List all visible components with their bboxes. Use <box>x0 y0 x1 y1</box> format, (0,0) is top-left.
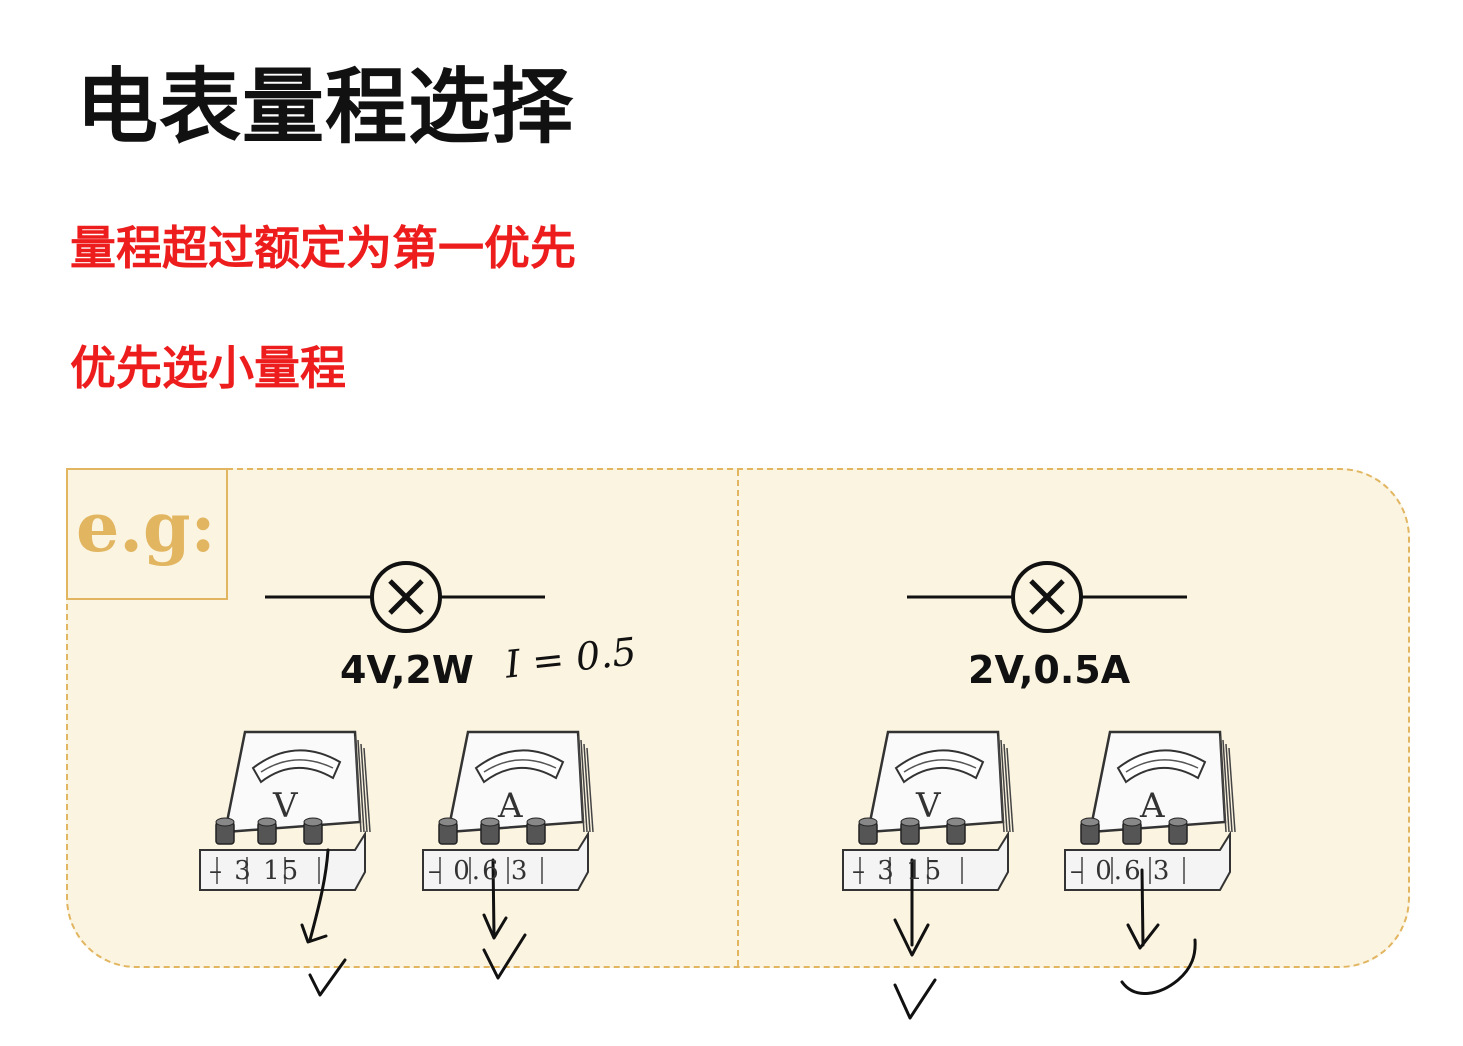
meter-terminal-scale: – 0.6 3 <box>1070 856 1172 886</box>
ammeter-icon: A – 0.6 3 <box>1060 722 1240 897</box>
meter-terminal-scale: – 3 15 <box>852 856 944 886</box>
meter-terminal-scale: – 0.6 3 <box>428 856 530 886</box>
rule-range-exceeds-rating: 量程超过额定为第一优先 <box>70 221 576 275</box>
lamp-icon <box>907 561 1187 633</box>
example-tag: e.g: <box>76 488 216 568</box>
panel-divider <box>737 470 739 966</box>
voltmeter-icon: V – 3 15 <box>195 722 375 897</box>
check-mark-icon <box>482 933 527 980</box>
lamp-icon <box>265 561 545 633</box>
meter-body <box>842 730 1014 891</box>
meter-letter: V <box>273 786 298 826</box>
arrow-down-icon <box>300 848 330 944</box>
check-mark-icon <box>1120 938 1197 996</box>
arrow-down-icon <box>482 858 508 940</box>
meter-letter: A <box>498 786 523 826</box>
check-mark-icon <box>893 918 937 1020</box>
page-title: 电表量程选择 <box>76 60 575 155</box>
lamp-rating-label: 2V,0.5A <box>968 648 1131 692</box>
check-mark-icon <box>308 958 347 997</box>
meter-terminal-scale: – 3 15 <box>209 856 301 886</box>
rule-prefer-small-range: 优先选小量程 <box>70 341 346 395</box>
meter-body <box>422 730 594 891</box>
example-tag-box <box>66 468 228 600</box>
ammeter-icon: A – 0.6 3 <box>418 722 598 897</box>
meter-letter: V <box>916 786 941 826</box>
voltmeter-icon: V – 3 15 <box>838 722 1018 897</box>
arrow-down-icon <box>1126 868 1160 950</box>
meter-body <box>1064 730 1236 891</box>
lamp-rating-label: 4V,2W <box>340 648 474 692</box>
meter-letter: A <box>1140 786 1165 826</box>
